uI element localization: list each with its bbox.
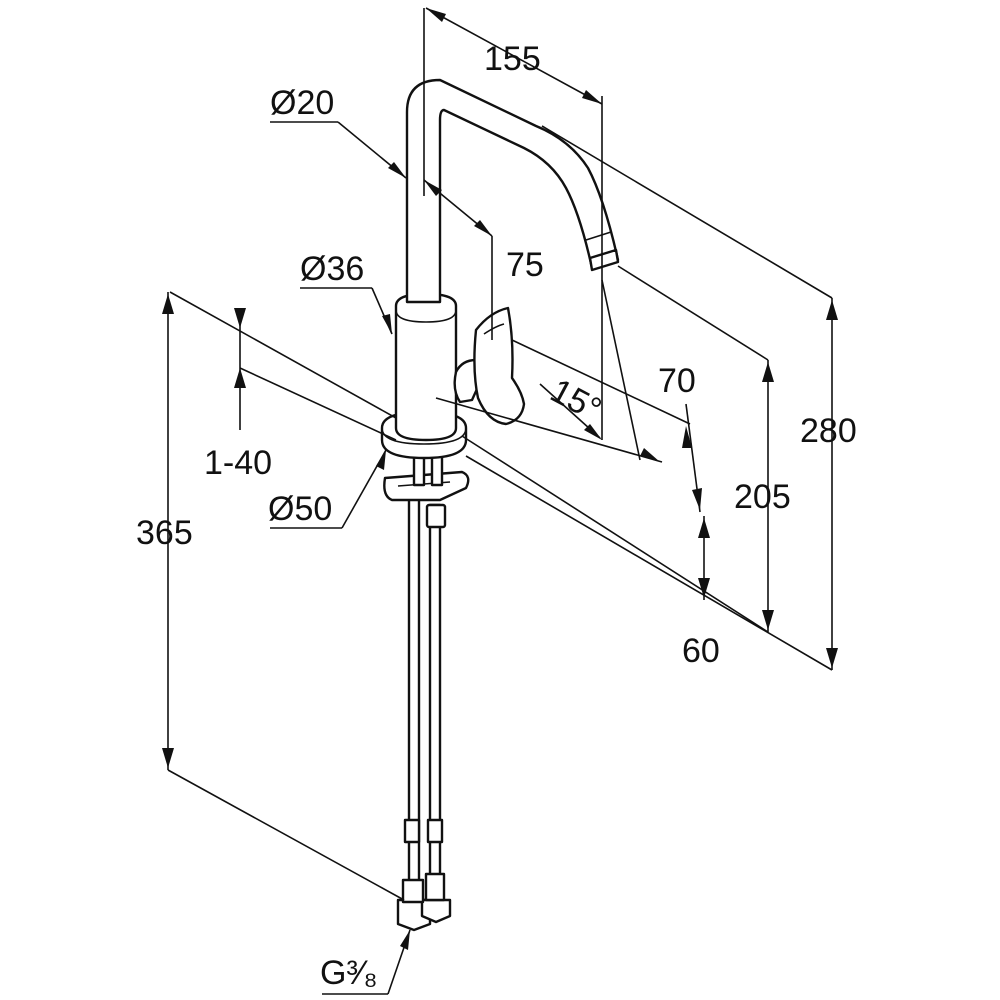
label-total-height: 280 bbox=[800, 412, 857, 450]
label-spout-height-offset: 75 bbox=[506, 246, 544, 284]
label-spout-tube-diameter: Ø20 bbox=[270, 84, 334, 122]
label-spout-reach: 155 bbox=[484, 40, 541, 78]
dimension-labels: 155 Ø20 75 Ø36 15° 70 280 205 1-40 Ø50 3… bbox=[136, 40, 857, 992]
supply-hoses bbox=[396, 490, 452, 932]
label-deck-thickness: 1-40 bbox=[204, 444, 272, 482]
faucet-body bbox=[394, 292, 458, 442]
mounting-bracket bbox=[383, 453, 470, 502]
label-body-diameter: Ø36 bbox=[300, 250, 364, 288]
lever-handle bbox=[453, 306, 526, 426]
faucet-illustration bbox=[380, 78, 620, 932]
label-handle-clearance: 70 bbox=[658, 362, 696, 400]
spout bbox=[405, 78, 620, 304]
label-hose-length: 365 bbox=[136, 514, 193, 552]
dimension-lines bbox=[162, 7, 838, 995]
label-base-offset: 60 bbox=[682, 632, 720, 670]
label-outlet-height: 205 bbox=[734, 478, 791, 516]
label-base-diameter: Ø50 bbox=[268, 490, 332, 528]
label-connection-thread: G³⁄₈ bbox=[320, 954, 378, 992]
